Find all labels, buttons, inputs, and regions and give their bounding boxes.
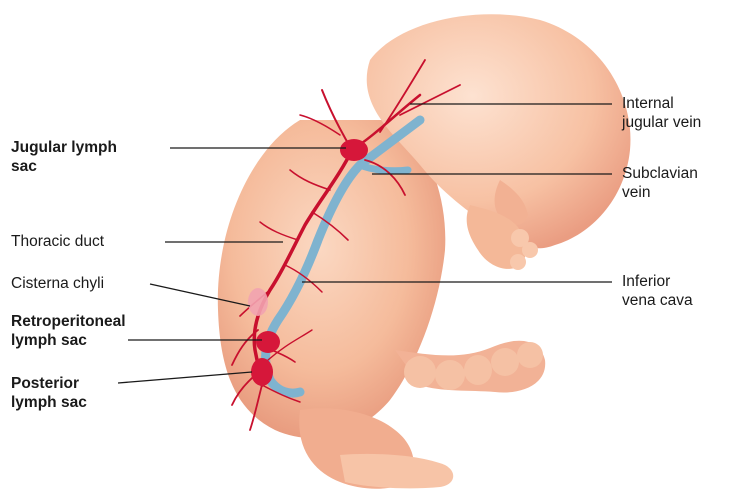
label-posterior-lymph-sac: Posterior lymph sac xyxy=(11,374,87,412)
label-subclavian-vein: Subclavian vein xyxy=(622,164,698,202)
label-internal-jugular-vein: Internal jugular vein xyxy=(622,94,701,132)
jugular-lymph-sac-shape xyxy=(340,139,368,161)
label-cisterna-chyli: Cisterna chyli xyxy=(11,274,104,293)
retroperitoneal-lymph-sac-shape xyxy=(256,331,280,353)
embryo-body xyxy=(218,14,631,488)
posterior-lymph-sac-shape xyxy=(251,358,273,386)
label-retroperitoneal-lymph-sac: Retroperitoneal lymph sac xyxy=(11,312,126,350)
cisterna-chyli-shape xyxy=(248,288,268,316)
label-inferior-vena-cava: Inferior vena cava xyxy=(622,272,693,310)
label-thoracic-duct: Thoracic duct xyxy=(11,232,104,251)
label-jugular-lymph-sac: Jugular lymph sac xyxy=(11,138,117,176)
